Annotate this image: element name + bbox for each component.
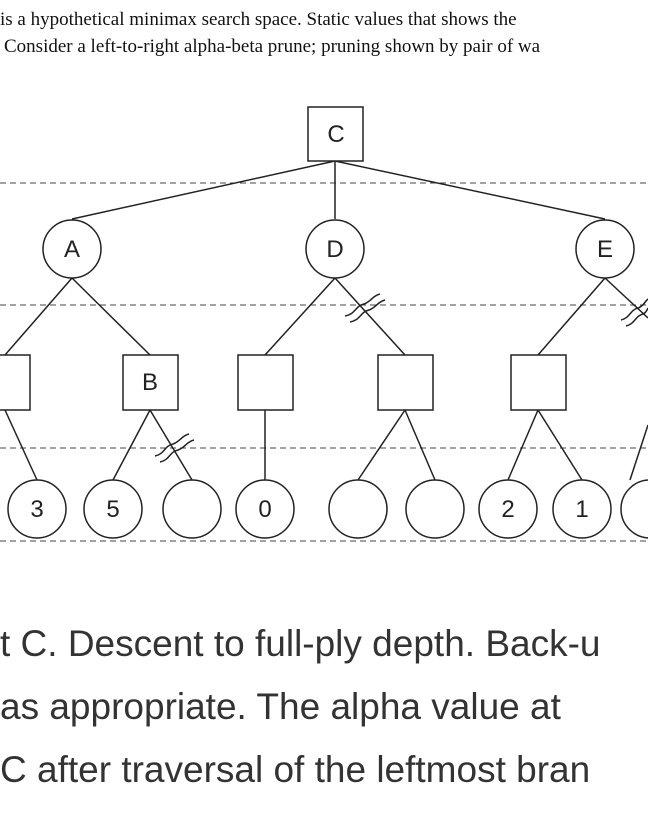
tree-edges [4, 160, 648, 481]
leaf-5-circle [328, 479, 388, 539]
edge-d-left [264, 277, 336, 356]
prune-mark-e-right [620, 298, 648, 327]
edge-box4-leaf6 [404, 409, 436, 481]
edge-a-left [4, 277, 73, 356]
node-box-partial-left [0, 354, 31, 411]
leaf-6-circle [405, 479, 465, 539]
leaf-7-label: 2 [501, 496, 514, 523]
intro-text: is a hypothetical minimax search space. … [0, 6, 648, 60]
node-c-label: C [327, 121, 344, 148]
tree-nodes [0, 106, 648, 539]
leaf-1-label: 3 [30, 496, 43, 523]
edge-box5-leaf7 [507, 409, 539, 481]
edge-c-e [334, 160, 606, 220]
node-labels: C A D E B 3 5 0 2 1 [30, 121, 613, 523]
leaf-7-circle [478, 479, 538, 539]
edge-b-leaf2 [112, 409, 151, 481]
node-d-circle [305, 219, 365, 279]
node-e-circle [575, 219, 635, 279]
node-box-d-right [377, 354, 434, 411]
edge-box4-leaf5 [357, 409, 406, 481]
question-line-1: t C. Descent to full-ply depth. Back-u [0, 623, 601, 664]
question-line-3: C after traversal of the leftmost bran [0, 749, 591, 790]
node-a-circle [42, 219, 102, 279]
edge-leftbox-leaf1 [4, 409, 38, 481]
minimax-tree-diagram: C A D E B 3 5 0 2 1 [0, 106, 648, 542]
node-box-e-left [510, 354, 567, 411]
ply-separators [0, 182, 648, 542]
question-text: t C. Descent to full-ply depth. Back-u a… [0, 612, 648, 801]
leaf-4-circle [235, 479, 295, 539]
edge-d-right [334, 277, 406, 356]
node-a-label: A [64, 236, 80, 263]
edge-e-left [537, 277, 606, 356]
node-box-d-left [237, 354, 294, 411]
edge-a-b [71, 277, 151, 356]
edge-box5-leaf8 [537, 409, 583, 481]
leaf-8-label: 1 [575, 496, 588, 523]
prune-mark-b-right [154, 433, 195, 463]
leaf-8-circle [552, 479, 612, 539]
leaf-1-circle [7, 479, 67, 539]
node-d-label: D [326, 236, 343, 263]
leaf-3-circle [162, 479, 222, 539]
edge-partial-right [629, 424, 648, 481]
prune-mark-d-right [344, 293, 386, 323]
prune-marks [154, 293, 648, 463]
question-line-2: as appropriate. The alpha value at [0, 686, 561, 727]
intro-line-2: Consider a left-to-right alpha-beta prun… [4, 36, 541, 57]
node-e-label: E [597, 236, 613, 263]
leaf-2-circle [83, 479, 143, 539]
node-c-box [307, 106, 364, 162]
leaf-partial-right-circle [620, 479, 648, 539]
leaf-4-label: 0 [258, 496, 271, 523]
leaf-2-label: 5 [106, 496, 119, 523]
edge-e-right [604, 277, 648, 319]
node-b-label: B [142, 369, 158, 396]
node-b-box [122, 354, 179, 411]
intro-line-1: is a hypothetical minimax search space. … [0, 9, 517, 30]
edge-c-a [71, 160, 336, 220]
